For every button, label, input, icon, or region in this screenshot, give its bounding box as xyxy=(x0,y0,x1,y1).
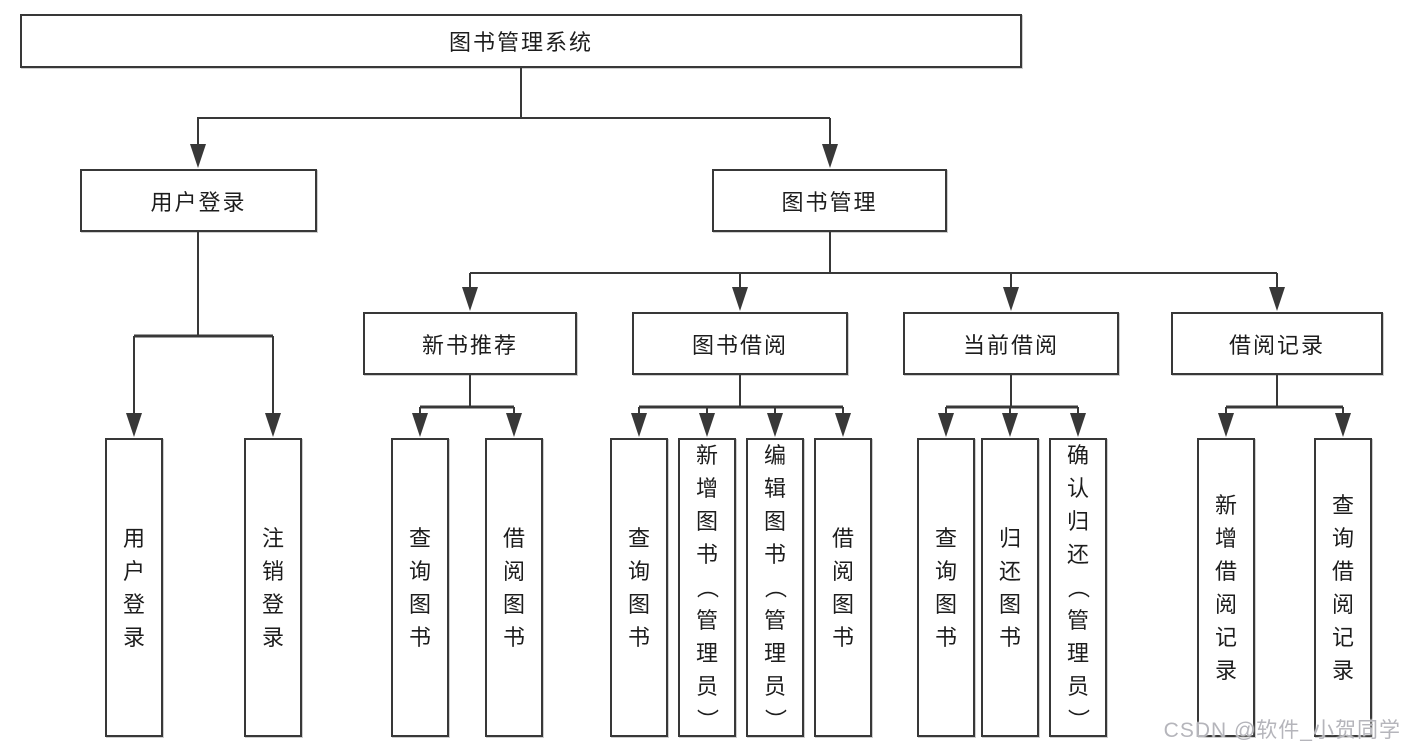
leaf-borrow-books-recommend: 借阅图书 xyxy=(485,438,543,737)
node-user-login: 用户登录 xyxy=(80,169,317,232)
leaf-return-books: 归还图书 xyxy=(981,438,1039,737)
leaf-confirm-return-admin: 确认归还（管理员） xyxy=(1049,438,1107,737)
leaf-query-books-borrow: 查询图书 xyxy=(610,438,668,737)
arrowheads xyxy=(126,144,1351,437)
node-root: 图书管理系统 xyxy=(20,14,1022,68)
leaf-edit-books-admin: 编辑图书（管理员） xyxy=(746,438,804,737)
node-current-borrow: 当前借阅 xyxy=(903,312,1119,375)
watermark: CSDN @软件_小贺同学 xyxy=(1163,719,1401,742)
leaf-logout: 注销登录 xyxy=(244,438,302,737)
node-new-book-recommend: 新书推荐 xyxy=(363,312,577,375)
leaf-query-books-recommend: 查询图书 xyxy=(391,438,449,737)
leaf-user-login: 用户登录 xyxy=(105,438,163,737)
node-book-borrow: 图书借阅 xyxy=(632,312,848,375)
leaf-query-books-current: 查询图书 xyxy=(917,438,975,737)
node-borrow-records: 借阅记录 xyxy=(1171,312,1383,375)
leaf-add-borrow-record: 新增借阅记录 xyxy=(1197,438,1255,737)
node-book-management: 图书管理 xyxy=(712,169,947,232)
leaf-add-books-admin: 新增图书（管理员） xyxy=(678,438,736,737)
leaf-query-borrow-record: 查询借阅记录 xyxy=(1314,438,1372,737)
leaf-borrow-books: 借阅图书 xyxy=(814,438,872,737)
